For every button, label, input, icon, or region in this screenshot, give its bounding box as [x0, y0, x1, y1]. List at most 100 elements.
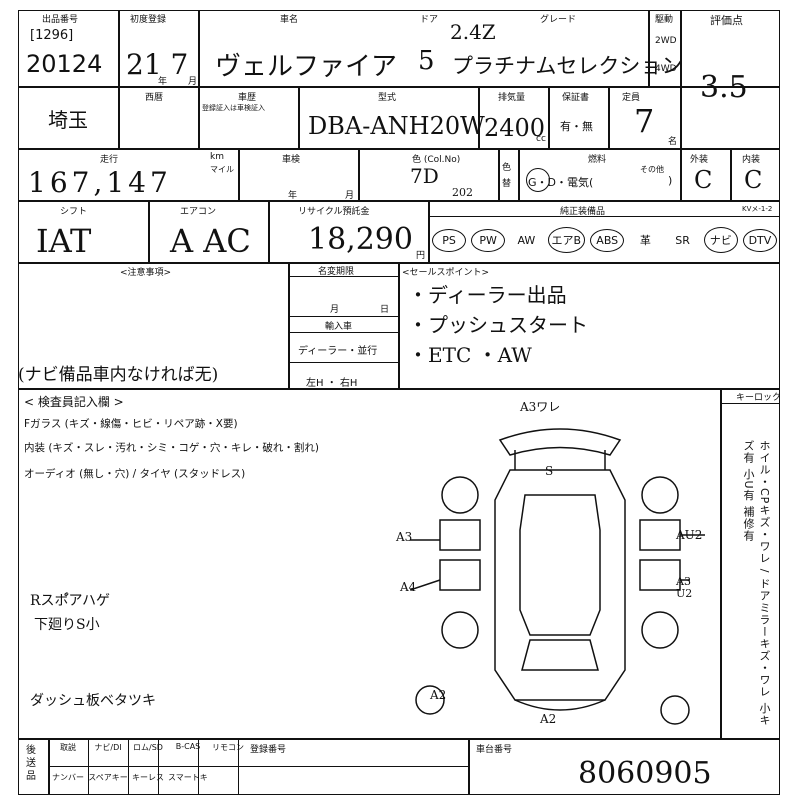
- notes-label: <注意事項>: [120, 268, 172, 278]
- interior-label: 内装: [742, 155, 761, 165]
- sales-points: ・ディーラー出品・プッシュスタート・ETC ・AW: [408, 280, 588, 370]
- door-label: ドア: [420, 15, 439, 25]
- lot-label: 出品番号: [42, 15, 79, 25]
- first-reg-label: 初度登録: [130, 15, 167, 25]
- displacement-unit: cc: [536, 134, 546, 144]
- spare-wheel-right: [660, 695, 690, 725]
- capacity-label: 定員: [622, 93, 641, 103]
- car-damage-diagram: [410, 428, 705, 725]
- footer-item: ロム/SD: [133, 743, 163, 752]
- footer-item: ナビ/DI: [94, 743, 122, 752]
- color-value: 7D: [410, 164, 439, 188]
- roof-outline: [519, 494, 601, 636]
- glass-line: Fガラス (キズ・線傷・ヒビ・リペア跡・X要): [24, 418, 238, 430]
- rear-spoiler: [498, 428, 622, 456]
- recycle-label: リサイクル預託金: [298, 207, 370, 217]
- inspection-year: 年: [288, 191, 298, 201]
- reg-number-label: 登録番号: [250, 745, 287, 755]
- equip-item: 革: [639, 234, 651, 247]
- grade-label: グレード: [540, 15, 577, 25]
- sales-label: <セールスポイント>: [402, 268, 490, 278]
- wheel-left-front: [441, 611, 479, 649]
- wheel-left-rear: [441, 476, 479, 514]
- note-dash: ダッシュ板ベタツキ: [30, 693, 156, 709]
- exterior-value: C: [694, 166, 713, 194]
- mileage-unit-km: km: [210, 152, 224, 162]
- history-label: 車歴: [238, 93, 257, 103]
- spare-wheel-left: [415, 685, 445, 715]
- windshield: [521, 639, 599, 671]
- inspection-month: 月: [345, 191, 355, 201]
- drive-label: 駆動: [655, 15, 674, 25]
- mark-a2-left: A2: [430, 688, 447, 702]
- score-label: 評価点: [710, 14, 743, 27]
- color-code: 202: [452, 186, 473, 199]
- footer-item: ナンバー: [52, 773, 84, 782]
- warranty-label: 保証書: [562, 93, 590, 103]
- wheel-right-rear: [641, 476, 679, 514]
- navi-note: (ナビ備品車内なければ无): [18, 365, 219, 385]
- outer-frame: [18, 10, 780, 795]
- chassis-label: 車台番号: [476, 745, 513, 755]
- mark-a3-top: A3ワレ: [520, 400, 561, 414]
- left-right-hand: 左H ・ 右H: [306, 378, 358, 389]
- footer-item: リモコン: [212, 743, 244, 752]
- color-label: 色 (Col.No): [412, 155, 461, 165]
- note-under: 下廻りS小: [34, 617, 100, 633]
- mark-s: S: [545, 464, 554, 478]
- mileage-unit-mile: マイル: [210, 165, 234, 174]
- body-outline: [494, 469, 626, 701]
- mark-a2-bottom: A2: [540, 712, 557, 726]
- mileage-label: 走行: [100, 155, 119, 165]
- color-change-label: 色替: [502, 163, 512, 189]
- mileage-value: 167,147: [28, 166, 172, 199]
- note-spoiler: Rスポ゚アハゲ: [30, 593, 110, 609]
- audio-line: オーディオ (無し・穴) / タイヤ (スタッドレス): [24, 468, 246, 480]
- import-label: 輸入車: [325, 322, 353, 332]
- exterior-label: 外装: [690, 155, 709, 165]
- mark-a3-left: A3: [396, 530, 413, 544]
- front-bumper: [514, 699, 606, 711]
- right-door-rear: [639, 559, 681, 591]
- left-door-rear: [439, 559, 481, 591]
- capacity-unit: 名: [668, 137, 678, 147]
- equip-label: 純正装備品: [560, 207, 606, 217]
- first-reg-year-unit: 年: [158, 77, 168, 87]
- door-value: 5: [418, 46, 435, 76]
- day-label: 日: [380, 305, 390, 315]
- dealer-label: ディーラー・並行: [298, 346, 378, 357]
- equip-item: SR: [675, 233, 690, 247]
- chassis-value: 8060905: [578, 756, 712, 791]
- interior-line: 内装 (キズ・スレ・汚れ・シミ・コゲ・穴・キレ・破れ・割れ): [24, 442, 320, 454]
- prefecture-value: 埼玉: [48, 108, 88, 132]
- footer-item: 取説: [60, 743, 76, 752]
- interior-value: C: [744, 166, 763, 194]
- month-label: 月: [330, 305, 340, 315]
- displacement-value: 2400: [484, 114, 546, 142]
- footer-item: キーレス: [132, 773, 164, 782]
- ac-label: エアコン: [180, 207, 217, 217]
- equip-item: エアB: [547, 227, 586, 253]
- mark-au2-right: AU2: [676, 528, 703, 542]
- equip-item: DTV: [742, 228, 777, 252]
- wheel-right-front: [641, 611, 679, 649]
- fuel-close: ): [668, 174, 673, 187]
- keylock-label: キーロック: [736, 393, 782, 403]
- footer-items-row2: ナンバースペアキーキーレススマートキー: [48, 772, 268, 783]
- grade-value-top: 2.4Z: [450, 20, 496, 44]
- lot-number: 20124: [26, 50, 103, 78]
- fuel-label: 燃料: [588, 155, 607, 165]
- vertical-note: ホイル・CPキズ・ワレ / ドアミラーキズ・ワレ 小キズ有 小U有 補修有: [742, 440, 771, 727]
- after-label: 後送品: [26, 745, 36, 782]
- inspection-title: < 検査員記入欄 >: [24, 395, 124, 409]
- mark-a4-left: A4: [400, 580, 417, 594]
- warranty-value: 有・無: [560, 120, 593, 133]
- right-door-front: [639, 519, 681, 551]
- sales-point: ・プッシュスタート: [408, 313, 588, 337]
- car-name-label: 車名: [280, 15, 299, 25]
- displacement-label: 排気量: [498, 93, 526, 103]
- mark-a3u2-right: A3 U2: [676, 575, 693, 600]
